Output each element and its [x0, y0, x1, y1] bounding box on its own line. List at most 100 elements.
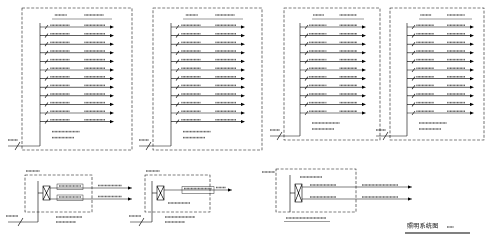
breaker-symbol	[304, 24, 309, 30]
sub-board-3	[262, 168, 412, 222]
breaker-symbol	[175, 119, 180, 124]
breaker-symbol	[411, 110, 416, 116]
incoming-break-mark	[17, 217, 24, 227]
sub-board-2	[129, 170, 232, 227]
incoming-break-mark	[138, 217, 145, 227]
feeder-arrow	[470, 102, 474, 106]
breaker-symbol	[304, 76, 309, 81]
breaker-symbol	[411, 24, 416, 30]
feeder-circuit	[40, 93, 114, 98]
feeder-arrow	[241, 77, 245, 81]
feeder-arrow	[110, 59, 114, 63]
feeder-circuit	[171, 33, 245, 38]
feeder-arrow	[241, 111, 245, 115]
feeder-arrow	[362, 25, 366, 29]
feeder-arrow	[470, 34, 474, 38]
feeder-circuit	[302, 196, 412, 201]
main-breaker-symbol	[42, 185, 51, 201]
breaker-symbol	[44, 76, 49, 81]
feeder-circuit	[407, 58, 474, 64]
breaker-cross	[42, 185, 51, 201]
drawing-title: 照明系统图	[407, 223, 439, 230]
board-enclosure	[283, 7, 381, 141]
breaker-symbol	[44, 33, 49, 38]
main-breaker-symbol	[156, 185, 165, 201]
feeder-arrow	[241, 42, 245, 46]
feeder-arrow	[470, 85, 474, 89]
feeder-arrow	[362, 59, 366, 63]
feeder-arrow	[241, 68, 245, 72]
distribution-board-2	[139, 7, 263, 151]
feeder-arrow	[362, 111, 366, 115]
breaker-symbol	[175, 42, 180, 47]
feeder-circuit	[171, 110, 245, 116]
feeder-arrow	[408, 197, 412, 201]
breaker-symbol	[411, 93, 416, 98]
breaker-symbol	[44, 110, 49, 116]
circuit-label-box	[181, 186, 215, 194]
feeder-arrow	[362, 77, 366, 81]
feeder-arrow	[470, 111, 474, 115]
feeder-arrow	[470, 77, 474, 81]
breaker-symbol	[411, 59, 416, 64]
feeder-circuit	[300, 110, 366, 116]
breaker-symbol	[304, 93, 309, 98]
distribution-board-1	[8, 7, 133, 151]
feeder-circuit	[50, 183, 132, 190]
feeder-arrow	[362, 102, 366, 106]
breaker-symbol	[304, 50, 309, 55]
feeder-circuit	[171, 58, 245, 64]
sub-board-1	[6, 170, 132, 227]
feeder-circuit	[300, 33, 366, 38]
feeder-circuit	[171, 50, 245, 55]
breaker-symbol	[175, 67, 180, 73]
breaker-symbol	[411, 67, 416, 73]
feeder-circuit	[407, 76, 474, 81]
feeder-arrow	[408, 185, 412, 189]
feeder-circuit	[171, 67, 245, 73]
breaker-symbol	[304, 59, 309, 64]
feeder-arrow	[362, 68, 366, 72]
board-enclosure	[152, 7, 263, 151]
board-enclosure	[275, 168, 357, 213]
feeder-arrow	[110, 34, 114, 38]
feeder-arrow	[470, 59, 474, 63]
breaker-symbol	[411, 102, 416, 107]
breaker-symbol	[44, 102, 49, 107]
feeder-circuit	[407, 93, 474, 98]
breaker-symbol	[304, 33, 309, 38]
feeder-circuit	[171, 41, 245, 47]
incoming-break-mark	[145, 141, 152, 151]
feeder-circuit	[40, 41, 114, 47]
breaker-cross	[294, 183, 303, 203]
breaker-symbol	[175, 50, 180, 55]
feeder-arrow	[110, 94, 114, 98]
feeder-arrow	[110, 120, 114, 124]
breaker-symbol	[44, 59, 49, 64]
feeder-circuit	[300, 101, 366, 107]
feeder-circuit	[300, 84, 366, 90]
feeder-circuit	[407, 67, 474, 73]
feeder-circuit	[40, 67, 114, 73]
breaker-symbol	[304, 85, 309, 90]
breaker-symbol	[175, 24, 180, 30]
circuit-label-box	[56, 183, 84, 190]
feeder-arrow	[362, 85, 366, 89]
breaker-symbol	[304, 42, 309, 47]
feeder-arrow	[128, 186, 132, 190]
breaker-symbol	[175, 102, 180, 107]
feeder-circuit	[40, 119, 114, 124]
feeder-arrow	[362, 42, 366, 46]
feeder-arrow	[128, 197, 132, 201]
incoming-break-mark	[14, 141, 21, 151]
breaker-symbol	[411, 33, 416, 38]
board-enclosure	[389, 7, 485, 141]
board-enclosure	[21, 7, 133, 151]
feeder-circuit	[40, 58, 114, 64]
feeder-circuit	[300, 58, 366, 64]
feeder-circuit	[40, 84, 114, 90]
feeder-circuit	[40, 76, 114, 81]
breaker-symbol	[411, 85, 416, 90]
feeder-circuit	[171, 76, 245, 81]
